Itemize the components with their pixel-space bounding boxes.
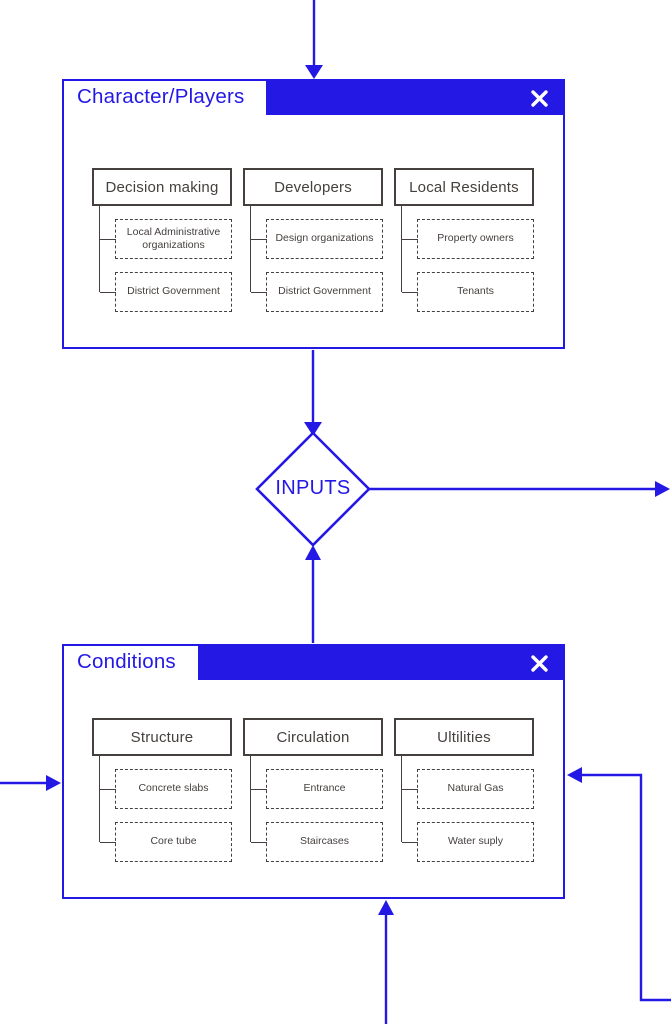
group-child: District Government xyxy=(250,272,383,312)
window-body: Decision making Local Administrative org… xyxy=(64,115,563,312)
tree-connector xyxy=(250,756,251,842)
group-child: Local Administrative organizations xyxy=(99,219,232,259)
tree-connector xyxy=(250,206,251,292)
group-child: Concrete slabs xyxy=(99,769,232,809)
close-button[interactable] xyxy=(530,654,549,673)
group-child: Core tube xyxy=(99,822,232,862)
close-button[interactable] xyxy=(530,89,549,108)
tree-connector xyxy=(401,206,402,292)
window-body: Structure Concrete slabs Core tube Circu… xyxy=(64,680,563,862)
group-child: Staircases xyxy=(250,822,383,862)
tree-connector xyxy=(401,756,402,842)
group-header: Local Residents xyxy=(394,168,534,206)
window-conditions: Conditions Structure Concrete slabs Core… xyxy=(62,644,565,899)
tree-connector xyxy=(99,756,100,842)
group-child: Entrance xyxy=(250,769,383,809)
arrowhead-left-into-conditions-right xyxy=(567,767,582,783)
close-x-icon xyxy=(531,654,548,672)
group-local-residents: Local Residents Property owners Tenants xyxy=(394,168,534,312)
group-utilities: Ultilities Natural Gas Water suply xyxy=(394,718,534,862)
arrowhead-right-offscreen xyxy=(655,481,670,497)
arrow-elbow-right-edge-into-conditions xyxy=(581,773,671,1002)
group-header: Developers xyxy=(243,168,383,206)
group-header: Structure xyxy=(92,718,232,756)
window-title: Conditions xyxy=(64,646,198,680)
titlebar-fill xyxy=(197,646,563,680)
window-title: Character/Players xyxy=(64,81,267,115)
inputs-node-label: INPUTS xyxy=(275,477,351,499)
tree-connector xyxy=(99,206,100,292)
arrowhead-down-into-inputs xyxy=(304,422,322,436)
group-circulation: Circulation Entrance Staircases xyxy=(243,718,383,862)
titlebar-fill xyxy=(266,81,563,115)
group-structure: Structure Concrete slabs Core tube xyxy=(92,718,232,862)
group-developers: Developers Design organizations District… xyxy=(243,168,383,312)
group-child: District Government xyxy=(99,272,232,312)
close-x-icon xyxy=(531,89,548,107)
arrowhead-down-into-character xyxy=(305,65,323,79)
group-header: Circulation xyxy=(243,718,383,756)
group-decision-making: Decision making Local Administrative org… xyxy=(92,168,232,312)
group-header: Decision making xyxy=(92,168,232,206)
group-child: Water suply xyxy=(401,822,534,862)
group-child: Tenants xyxy=(401,272,534,312)
arrowhead-up-into-conditions-bottom xyxy=(378,900,394,915)
group-header: Ultilities xyxy=(394,718,534,756)
group-child: Design organizations xyxy=(250,219,383,259)
character-players-titlebar: Character/Players xyxy=(64,81,563,115)
arrowhead-up-into-inputs xyxy=(305,545,321,560)
arrowhead-right-into-conditions-left xyxy=(46,775,61,791)
conditions-titlebar: Conditions xyxy=(64,646,563,680)
group-child: Property owners xyxy=(401,219,534,259)
group-child: Natural Gas xyxy=(401,769,534,809)
inputs-diamond xyxy=(255,431,371,547)
window-character-players: Character/Players Decision making Local … xyxy=(62,79,565,349)
